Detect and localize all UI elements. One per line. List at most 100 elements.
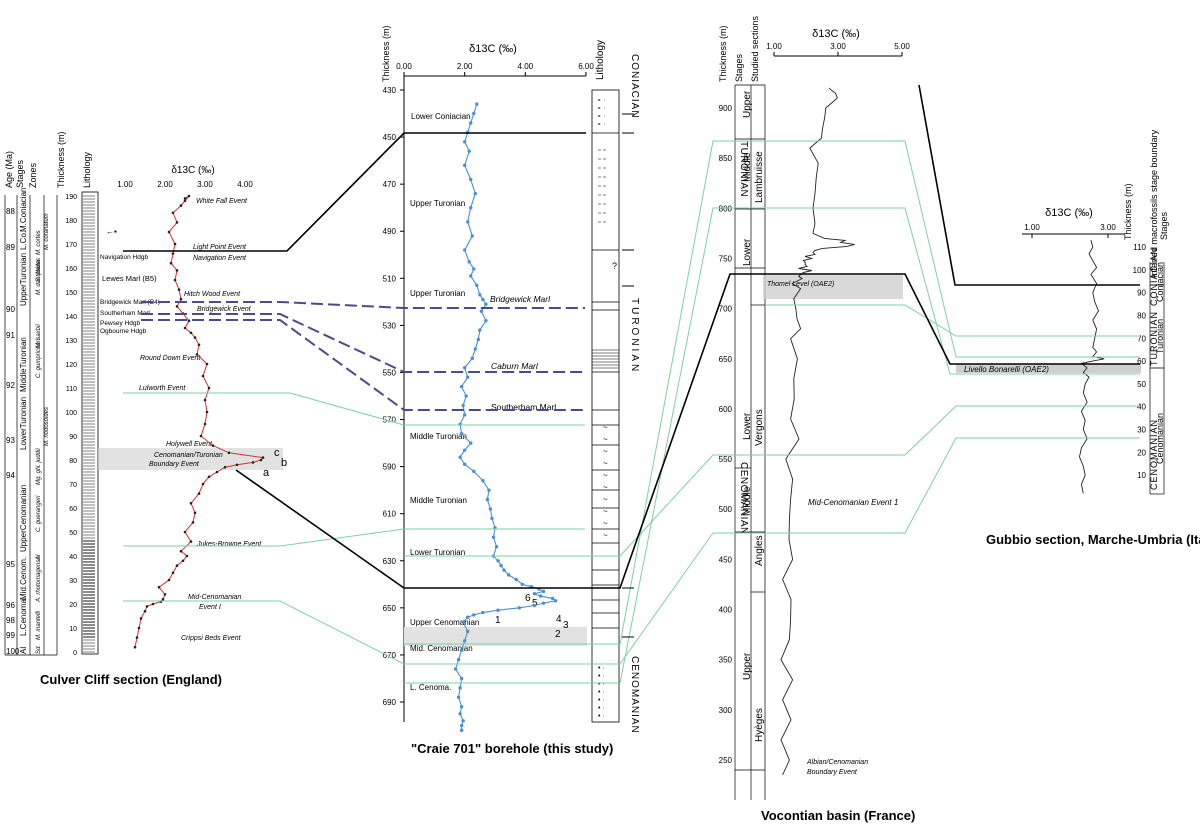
thickness-tick-label: 40 bbox=[69, 554, 77, 561]
zone-label: M. mantelli bbox=[36, 610, 42, 640]
data-point bbox=[139, 617, 143, 620]
data-point bbox=[167, 578, 171, 582]
data-point bbox=[205, 410, 209, 414]
data-point bbox=[472, 267, 476, 271]
data-point bbox=[466, 629, 470, 634]
data-point bbox=[462, 366, 467, 370]
data-point bbox=[189, 501, 193, 505]
y-tick-label: 850 bbox=[719, 154, 733, 163]
data-point bbox=[478, 293, 482, 297]
data-point bbox=[195, 353, 199, 356]
culver-header-zones: Zones bbox=[28, 162, 38, 188]
y-tick-label: 40 bbox=[1137, 403, 1146, 412]
flint-symbol: ~ bbox=[603, 447, 608, 456]
nodule-symbol: • · bbox=[598, 681, 605, 688]
zone-label: A. rhotomagense bbox=[36, 556, 42, 603]
zone-label: S. plana bbox=[36, 259, 42, 282]
data-point bbox=[467, 149, 471, 153]
data-point bbox=[487, 488, 491, 492]
data-point bbox=[456, 657, 461, 662]
stage-label: M.Coniacian bbox=[19, 188, 28, 232]
voc-x-axis-label: δ13C (‰) bbox=[812, 28, 860, 40]
y-tick-label: 110 bbox=[1133, 243, 1146, 252]
marl-label: Navigation Hdgb bbox=[100, 254, 148, 261]
data-point bbox=[481, 610, 485, 615]
event-label: White Fall Event bbox=[196, 198, 248, 205]
data-point bbox=[175, 564, 179, 567]
stage-label: Mid.Cenom. bbox=[19, 557, 28, 600]
thickness-tick-label: 80 bbox=[69, 458, 77, 465]
y-tick-label: 60 bbox=[1137, 357, 1146, 366]
data-point bbox=[458, 686, 462, 690]
voc-header-thickness: Thickness (m) bbox=[718, 25, 728, 82]
data-point bbox=[469, 441, 473, 445]
voc-section-label: Hyèges bbox=[754, 708, 765, 742]
marl-label: Caburn Marl bbox=[491, 361, 539, 371]
data-point bbox=[235, 463, 239, 467]
corr-line bbox=[765, 207, 1140, 375]
y-tick-label: 70 bbox=[1137, 334, 1146, 343]
gubbio-caption: Gubbio section, Marche-Umbria (Italy) bbox=[986, 532, 1200, 547]
data-point bbox=[461, 403, 465, 408]
event-label: Hitch Wood Event bbox=[184, 291, 241, 298]
gub-stage: Turonian bbox=[1155, 319, 1165, 354]
flint-symbol: ~ bbox=[603, 459, 608, 468]
culver-lithology-column bbox=[81, 191, 99, 655]
data-point bbox=[484, 302, 488, 306]
data-point bbox=[532, 603, 537, 608]
data-point bbox=[479, 309, 484, 313]
craie-lithology-column bbox=[591, 89, 620, 723]
age-tick: 100 bbox=[6, 647, 20, 656]
event-label: Mid-Cenomanian Event 1 bbox=[808, 498, 898, 507]
y-tick-label: 450 bbox=[383, 133, 397, 142]
thickness-tick-label: 110 bbox=[66, 386, 77, 393]
zone-label: M. nodosoides bbox=[44, 407, 50, 446]
event-label: Round Down Event bbox=[140, 355, 201, 362]
x-tick-label: 3.00 bbox=[197, 180, 213, 189]
data-point bbox=[191, 521, 195, 524]
stage-label: UpperTuronian bbox=[19, 253, 28, 306]
data-point bbox=[183, 530, 187, 534]
craie-lithology-label: Lithology bbox=[595, 40, 606, 80]
y-tick-label: 20 bbox=[1137, 448, 1146, 457]
culver-lithology-pattern bbox=[83, 195, 95, 653]
y-tick-label: 750 bbox=[719, 254, 733, 263]
boundary-line bbox=[918, 84, 1140, 286]
thickness-tick-label: 60 bbox=[69, 506, 77, 513]
zone-label: Sd. bbox=[36, 645, 42, 654]
gub-x-axis-label: δ13C (‰) bbox=[1045, 207, 1093, 219]
data-point bbox=[175, 305, 179, 308]
data-point bbox=[211, 444, 215, 447]
nodule-symbol: • · bbox=[598, 673, 605, 680]
nodule-symbol: • · bbox=[598, 689, 605, 696]
stage-label: MiddleTuronian bbox=[19, 337, 28, 392]
craie-caption: "Craie 701" borehole (this study) bbox=[411, 741, 613, 756]
data-point bbox=[481, 297, 485, 302]
data-point bbox=[183, 199, 187, 203]
data-point bbox=[459, 723, 464, 728]
interval-label: Upper Turonian bbox=[410, 199, 465, 208]
y-tick-label: 600 bbox=[719, 405, 733, 414]
event-label: Boundary Event bbox=[149, 461, 200, 468]
marl-label: Ogbourne Hdgb bbox=[100, 328, 147, 335]
data-point bbox=[484, 318, 488, 323]
data-point bbox=[197, 343, 201, 347]
data-point bbox=[459, 705, 464, 709]
data-point bbox=[473, 347, 477, 351]
data-point bbox=[171, 252, 175, 255]
data-point bbox=[472, 111, 476, 116]
y-tick-label: 800 bbox=[719, 204, 733, 213]
flint-symbol: ~ bbox=[603, 531, 608, 540]
data-point bbox=[462, 413, 467, 417]
peak-number: 6 bbox=[525, 593, 531, 604]
data-point bbox=[470, 234, 474, 238]
data-point bbox=[538, 594, 543, 598]
y-tick-label: 300 bbox=[719, 706, 733, 715]
interval-label: Upper Cenomanian bbox=[410, 618, 479, 627]
age-tick: 96 bbox=[6, 601, 15, 610]
data-point bbox=[201, 482, 205, 486]
data-point bbox=[251, 461, 255, 464]
x-tick-label: 5.00 bbox=[894, 42, 910, 51]
nodule-symbol: • · bbox=[598, 665, 605, 672]
